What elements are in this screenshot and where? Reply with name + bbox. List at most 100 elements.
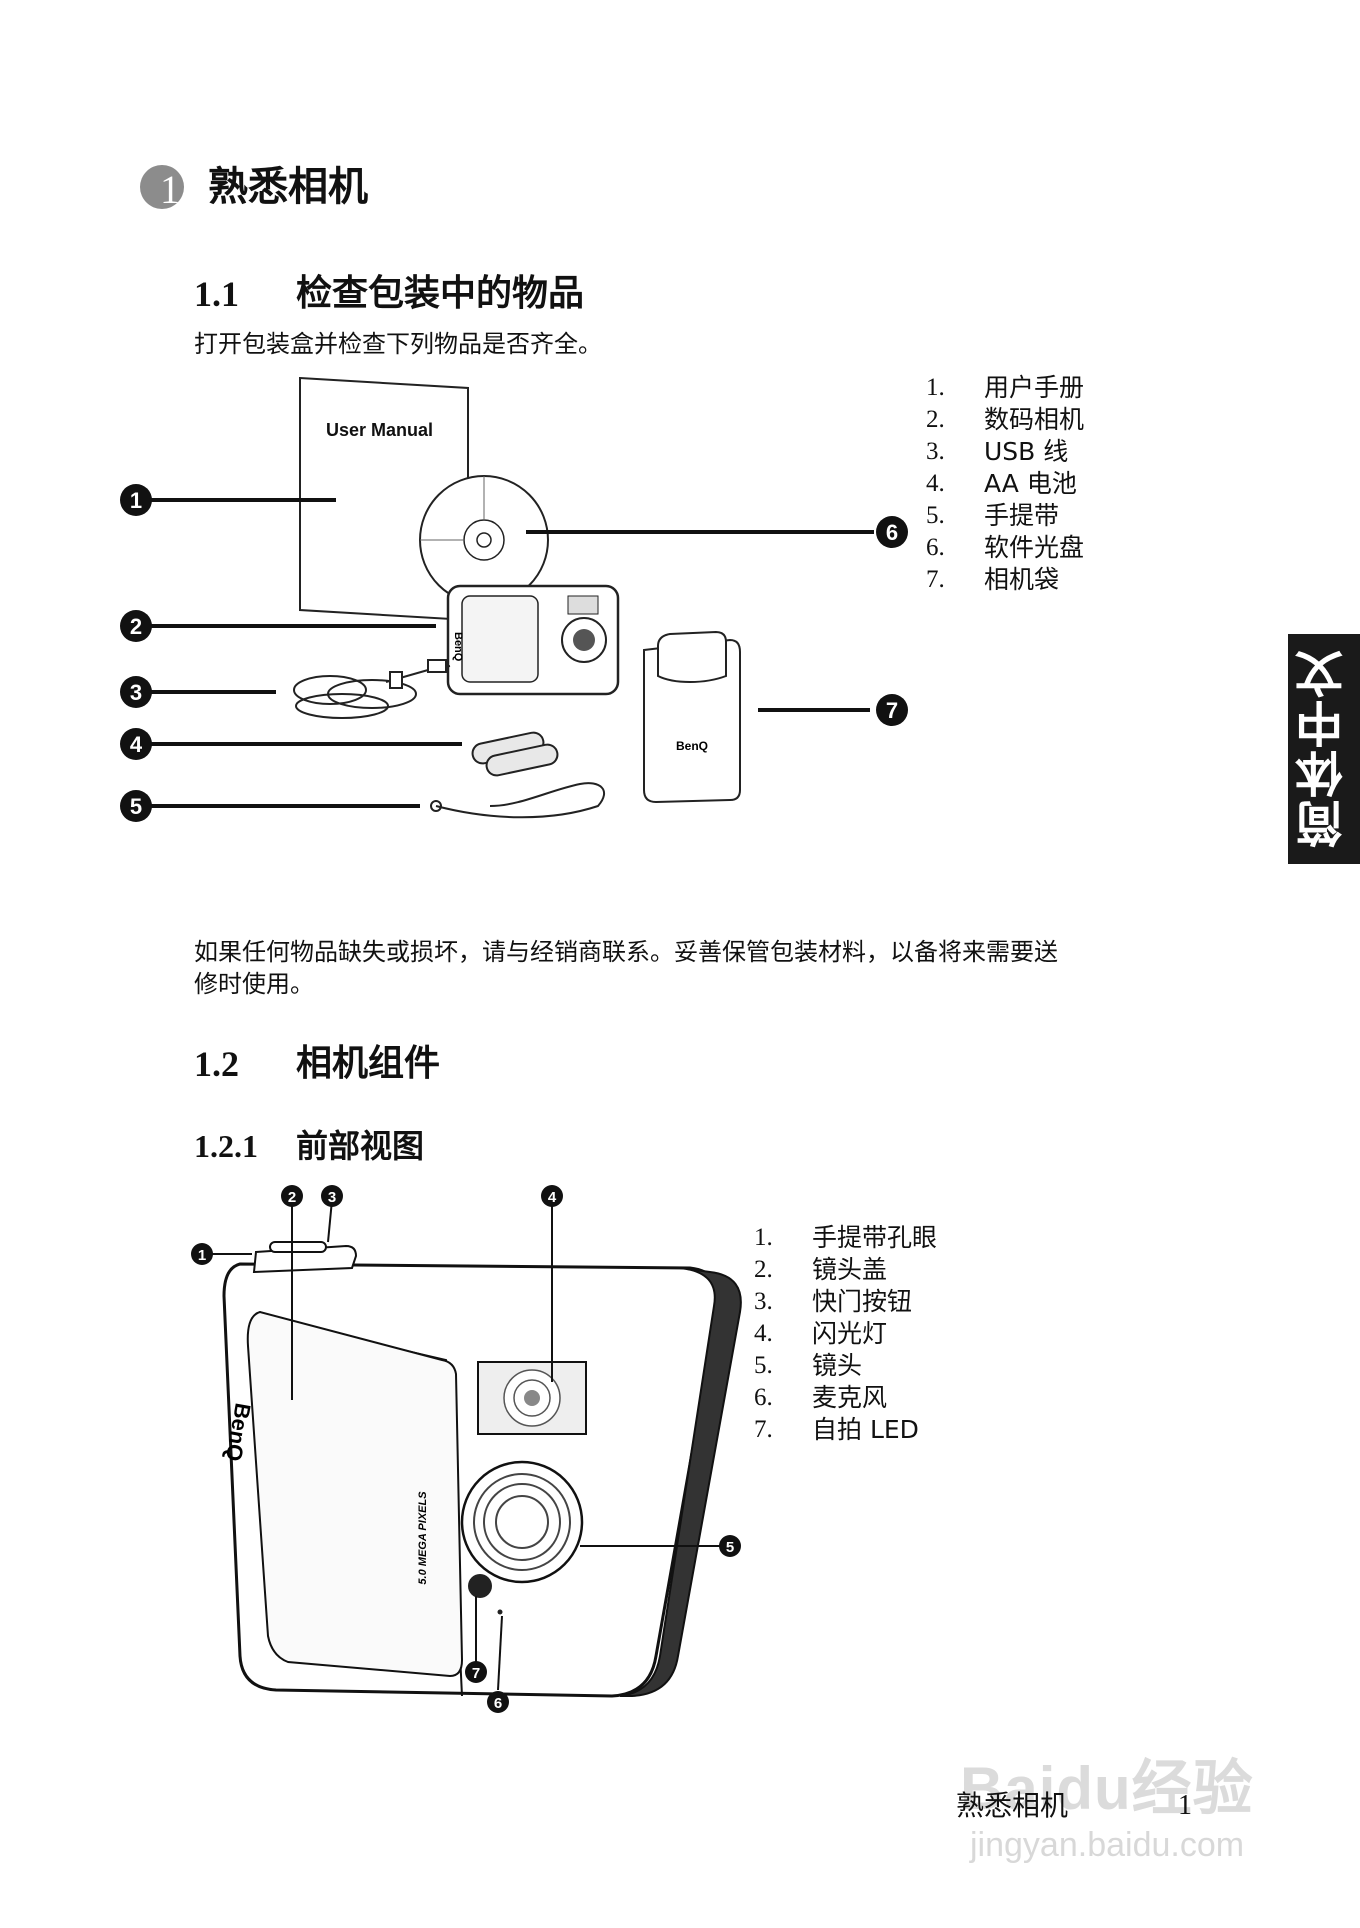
baidu-watermark: Baidu经验 xyxy=(960,1755,1254,1822)
section-number: 1.2.1 xyxy=(194,1128,258,1164)
list-item-number: 6. xyxy=(754,1384,773,1411)
list-item: 3. 快门按钮 xyxy=(754,1286,1054,1318)
language-side-tab xyxy=(1288,634,1360,864)
section-intro: 打开包装盒并检查下列物品是否齐全。 xyxy=(194,330,602,358)
front-callout-7: 7 xyxy=(465,1661,487,1683)
list-item-number: 3. xyxy=(754,1288,773,1315)
missing-items-note: 如果任何物品缺失或损坏，请与经销商联系。妥善保管包装材料，以备将来需要送 修时使… xyxy=(194,936,1234,1000)
camera-illustration: BenQ xyxy=(446,584,620,696)
list-item-number: 6. xyxy=(926,534,945,561)
front-callout-3: 3 xyxy=(321,1185,343,1207)
section-number: 1.2 xyxy=(194,1044,239,1084)
list-item: 2. 镜头盖 xyxy=(754,1254,1054,1286)
list-item: 6. 麦克风 xyxy=(754,1382,1054,1414)
list-item-number: 3. xyxy=(926,438,945,465)
front-callout-5: 5 xyxy=(719,1535,741,1557)
package-contents-figure: User Manual BenQ BenQ xyxy=(120,376,908,822)
list-item-label: 软件光盘 xyxy=(984,533,1085,562)
front-callout-6: 6 xyxy=(487,1691,509,1713)
list-item: 1.用户手册 xyxy=(926,372,1186,404)
list-item-label: 镜头盖 xyxy=(812,1255,888,1284)
list-item-label: 相机袋 xyxy=(984,565,1060,594)
list-item-label: 手提带孔眼 xyxy=(812,1223,938,1252)
footer-chapter-title: 熟悉相机 xyxy=(956,1789,1069,1822)
svg-text:6: 6 xyxy=(886,520,898,545)
list-item: 7.自拍 LED xyxy=(754,1414,1054,1446)
footer-page-number: 1 xyxy=(1178,1790,1192,1821)
svg-text:2: 2 xyxy=(130,614,142,639)
front-callout-4: 4 xyxy=(541,1185,563,1207)
chapter-number: 1 xyxy=(160,167,180,212)
svg-text:5: 5 xyxy=(726,1539,734,1556)
svg-text:2: 2 xyxy=(288,1189,296,1206)
list-item-label: 手提带 xyxy=(984,501,1060,530)
section-title: 相机组件 xyxy=(296,1043,441,1084)
list-item-number: 7. xyxy=(926,566,945,593)
front-callout-1: 1 xyxy=(191,1243,213,1265)
list-item: 5. 手提带 xyxy=(926,500,1186,532)
svg-text:1: 1 xyxy=(198,1247,206,1264)
callout-2: 2 xyxy=(120,610,152,642)
callout-1: 1 xyxy=(120,484,152,516)
chapter-badge xyxy=(140,165,184,209)
callout-5: 5 xyxy=(120,790,152,822)
camera-pouch-illustration: BenQ xyxy=(643,630,741,804)
list-item-label: 镜头 xyxy=(812,1351,863,1380)
self-timer-led-illustration xyxy=(468,1574,492,1598)
callout-7: 7 xyxy=(876,694,908,726)
front-callout-2: 2 xyxy=(281,1185,303,1207)
list-item: 1. 手提带孔眼 xyxy=(754,1222,1054,1254)
lens-illustration xyxy=(460,1460,584,1584)
camera-body-illustration: BenQ 5.0 MEGA PIXELS xyxy=(221,1262,742,1698)
svg-text:6: 6 xyxy=(494,1695,502,1712)
list-item-number: 2. xyxy=(754,1256,773,1283)
shutter-button-illustration xyxy=(252,1241,358,1274)
flash-illustration xyxy=(477,1361,587,1435)
list-item-number: 5. xyxy=(754,1352,773,1379)
svg-text:3: 3 xyxy=(130,680,142,705)
microphone-illustration xyxy=(497,1609,503,1615)
note-line-1: 如果任何物品缺失或损坏，请与经销商联系。妥善保管包装材料，以备将来需要送 xyxy=(194,938,1058,966)
aa-batteries-illustration xyxy=(471,731,559,777)
svg-text:1: 1 xyxy=(130,488,142,513)
svg-text:4: 4 xyxy=(548,1189,557,1206)
mega-pixels-label: 5.0 MEGA PIXELS xyxy=(417,1491,429,1585)
list-item: 4.闪光灯 xyxy=(754,1318,1054,1350)
svg-text:7: 7 xyxy=(472,1665,480,1682)
svg-text:3: 3 xyxy=(328,1189,336,1206)
list-item: 2.数码相机 xyxy=(926,404,1186,436)
callout-4: 4 xyxy=(120,728,152,760)
section-title: 前部视图 xyxy=(296,1127,425,1165)
list-item-label: 用户手册 xyxy=(984,373,1085,402)
list-item: 3. USB 线 xyxy=(926,436,1186,468)
software-cd-illustration xyxy=(419,475,549,605)
wrist-strap-illustration xyxy=(430,782,605,819)
list-item: 4.AA 电池 xyxy=(926,468,1186,500)
list-item-number: 4. xyxy=(926,470,945,497)
manual-cover-text: User Manual xyxy=(326,420,433,440)
note-line-2: 修时使用。 xyxy=(194,970,314,998)
list-item-number: 4. xyxy=(754,1320,773,1347)
camera-front-view-figure: BenQ 5.0 MEGA PIXELS 1 2 3 4 5 6 7 xyxy=(191,1185,742,1713)
list-item: 7. 相机袋 xyxy=(926,564,1186,596)
list-item-number: 5. xyxy=(926,502,945,529)
callout-6: 6 xyxy=(876,516,908,548)
chapter-title: 熟悉相机 xyxy=(208,164,368,210)
list-item-label: USB 线 xyxy=(984,437,1069,466)
baidu-watermark-url: jingyan.baidu.com xyxy=(970,1826,1245,1864)
list-item-label: 麦克风 xyxy=(812,1383,888,1412)
callout-3: 3 xyxy=(120,676,152,708)
section-title: 检查包装中的物品 xyxy=(296,273,585,314)
language-side-tab-label: 简体中文 xyxy=(1296,648,1352,848)
usb-cable-illustration xyxy=(293,659,451,719)
camera-brand: BenQ xyxy=(452,632,464,662)
svg-text:4: 4 xyxy=(130,732,143,757)
list-item-number: 7. xyxy=(754,1416,773,1443)
list-item-label: 数码相机 xyxy=(984,405,1085,434)
svg-text:5: 5 xyxy=(130,794,142,819)
section-number: 1.1 xyxy=(194,274,239,314)
list-item-number: 1. xyxy=(754,1224,773,1251)
list-item-label: 快门按钮 xyxy=(812,1287,913,1316)
